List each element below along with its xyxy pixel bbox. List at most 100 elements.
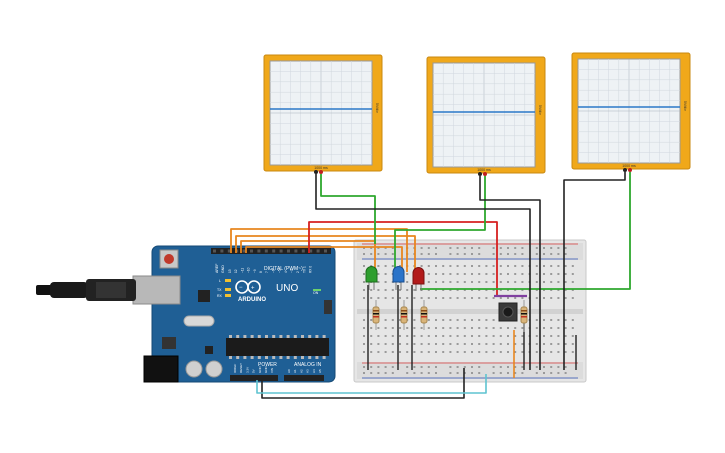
wire-orange-2[interactable] — [235, 235, 416, 272]
led-red[interactable] — [412, 267, 425, 292]
capacitor-1 — [185, 360, 203, 378]
power-pin-label: IOREF — [233, 364, 237, 373]
oscilloscope-3-time-label: 1000 ms — [622, 164, 636, 168]
digital-pin-label: 7 — [265, 271, 269, 273]
wires — [230, 172, 631, 399]
oscilloscope-2-volt-label: 5V/div — [538, 105, 542, 115]
gnd-label: GND — [221, 265, 225, 273]
arduino-brand: ARDUINO — [238, 297, 266, 303]
analog-pin-label: A1 — [293, 369, 297, 373]
arduino-model: UNO — [276, 283, 298, 294]
digital-pin-label: 13 — [228, 269, 232, 273]
wire-black-gnd[interactable] — [261, 368, 465, 399]
oscilloscope-3-volt-label: 5V/div — [683, 101, 687, 111]
breadboard[interactable] — [353, 239, 587, 383]
power-pin-label: 3.3V — [245, 367, 249, 373]
capacitor-2 — [205, 360, 223, 378]
wire-green-scope-3[interactable] — [420, 172, 631, 290]
led-green[interactable] — [365, 266, 378, 291]
aref-label: AREF — [215, 264, 219, 273]
digital-pin-label: ~6 — [271, 269, 275, 273]
oscilloscope-3-grid — [578, 59, 680, 163]
atmega-chip-pins — [229, 335, 326, 359]
oscilloscope-1-terminal-pos[interactable] — [319, 170, 323, 174]
digital-pin-label: ~5 — [278, 269, 282, 273]
arduino-logo: − + — [235, 280, 261, 294]
power-pin-label: RESET — [239, 363, 243, 373]
digital-pin-label: 12 — [234, 269, 238, 273]
oscilloscope-2-grid — [433, 63, 535, 167]
resistor-1[interactable] — [372, 300, 380, 330]
digital-pin-label: TX 1 — [302, 266, 306, 273]
oscilloscope-1-time-label: 1000 ms — [314, 166, 328, 170]
digital-pin-label: ~11 — [240, 268, 244, 273]
oscilloscope-1-grid — [270, 61, 372, 165]
analog-header — [284, 375, 324, 381]
power-jack — [143, 355, 179, 383]
power-header — [230, 375, 278, 381]
oscilloscope-2-terminal-pos[interactable] — [483, 172, 487, 176]
crystal — [183, 315, 215, 327]
analog-pin-label: A5 — [318, 369, 322, 373]
on-label: ON — [313, 291, 319, 295]
power-pin-label: GND — [264, 366, 268, 374]
analog-label: ANALOG IN — [294, 362, 322, 368]
digital-label: DIGITAL (PWM~) — [264, 266, 303, 272]
oscilloscope-3-terminal-neg[interactable] — [623, 168, 627, 172]
digital-pin-label: 4 — [284, 271, 288, 273]
oscilloscope-2[interactable]: 1000 ms 5V/div — [426, 56, 546, 176]
svg-text:+: + — [251, 286, 255, 292]
oscilloscope-1-volt-label: 5V/div — [375, 103, 379, 113]
push-button[interactable] — [498, 302, 518, 322]
digital-pin-label: ~3 — [290, 269, 294, 273]
atmega-chip — [226, 338, 329, 356]
svg-text:TX: TX — [217, 288, 222, 292]
digital-pin-label: 8 — [259, 271, 263, 273]
power-label: POWER — [258, 362, 277, 368]
digital-pin-label: ~10 — [247, 267, 251, 273]
svg-text:−: − — [239, 285, 243, 291]
digital-pin-label: 2 — [296, 271, 300, 273]
wire-orange-3[interactable] — [240, 240, 376, 272]
digital-pin-label: RX 0 — [309, 266, 313, 273]
resistor-4[interactable] — [520, 300, 528, 332]
analog-pin-label: A3 — [306, 369, 310, 373]
wire-orange-4[interactable] — [245, 246, 403, 272]
oscilloscope-1[interactable]: 1000 ms 5V/div — [263, 54, 383, 174]
wire-black-scope-3[interactable] — [563, 172, 626, 370]
oscilloscope-2-terminal-neg[interactable] — [478, 172, 482, 176]
svg-text:RX: RX — [217, 294, 223, 298]
digital-pin-label: ~9 — [253, 269, 257, 273]
wire-black-scope-2[interactable] — [479, 176, 541, 370]
onboard-leds: L TX RX — [217, 279, 231, 298]
oscilloscope-3[interactable]: 1000 ms 5V/div — [571, 52, 691, 172]
usb-connector — [132, 275, 181, 305]
power-pin-label: VIN — [270, 368, 274, 373]
usb-cable — [36, 279, 136, 301]
digital-header — [211, 248, 331, 254]
led-blue[interactable] — [392, 266, 405, 291]
power-pin-label: 5V — [252, 369, 256, 373]
wire-red[interactable] — [308, 221, 498, 295]
power-pin-label: GND — [258, 366, 262, 374]
wire-black-scope-1[interactable] — [315, 174, 531, 370]
wire-orange-1[interactable] — [230, 228, 408, 272]
oscilloscope-2-time-label: 1000 ms — [477, 168, 491, 172]
analog-pin-label: A4 — [312, 369, 316, 373]
svg-text:L: L — [219, 279, 221, 283]
oscilloscope-3-terminal-pos[interactable] — [628, 168, 632, 172]
analog-pin-label: A0 — [287, 369, 291, 373]
resistor-2[interactable] — [400, 300, 408, 330]
wire-green-scope-2[interactable] — [394, 176, 486, 276]
analog-pin-label: A2 — [299, 369, 303, 373]
resistor-3[interactable] — [420, 300, 428, 330]
wire-cyan-5v[interactable] — [256, 374, 487, 394]
usb-chip — [198, 290, 210, 302]
oscilloscope-1-terminal-neg[interactable] — [314, 170, 318, 174]
wire-green-scope-1[interactable] — [320, 174, 376, 244]
